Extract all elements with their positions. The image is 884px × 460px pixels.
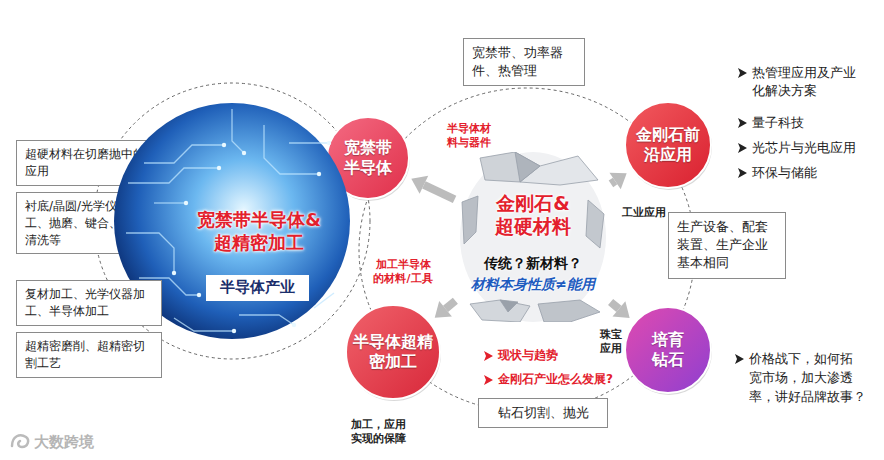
circuit-pad <box>217 166 221 170</box>
circuit-pad <box>184 201 188 205</box>
tag-text: 半导体产业 <box>220 278 295 298</box>
text-box: 宽禁带、功率器 件、热管理 <box>463 38 585 86</box>
circuit-trace <box>174 318 234 331</box>
box-text: 钻石切割、抛光 <box>487 404 599 422</box>
bullet-arrow <box>484 351 493 361</box>
arrow-shaft <box>446 301 456 309</box>
image-title: 宽禁带半导体& 超精密加工 <box>196 209 322 254</box>
block-arrow <box>411 176 454 200</box>
block-arrow <box>611 301 630 318</box>
image-ground <box>460 152 606 322</box>
circuit-trace <box>144 145 224 163</box>
note-text: 材料本身性质≠能用 <box>460 275 606 293</box>
watermark-logo <box>12 435 28 447</box>
relation-label: 珠宝 应用 <box>599 328 623 356</box>
circuit-pad <box>242 151 246 155</box>
relation-label: 半导体材 料与器件 <box>446 122 492 151</box>
bullet-arrow <box>738 143 747 153</box>
circuit-trace <box>239 315 294 325</box>
circuit-trace <box>128 168 219 183</box>
circuit-pad <box>222 143 226 147</box>
text-box: 复材加工、光学仪器加 工、半导体加工 <box>16 280 162 326</box>
text-box: 钻石切割、抛光 <box>478 398 608 428</box>
question-item: 现状与趋势 <box>498 347 558 363</box>
box-text: 复材加工、光学仪器加 工、半导体加工 <box>25 286 147 320</box>
center-image: 金刚石& 超硬材料传统？新材料？ 材料本身性质≠能用 <box>460 152 606 322</box>
note-text: 价格战下，如何拓 宽市场，加大渗透 率，讲好品牌故事？ <box>749 350 868 407</box>
bullet-arrow <box>738 118 747 128</box>
circuit-pad <box>197 293 201 297</box>
diamond-crystal <box>538 300 600 322</box>
list-item: 热管理应用及产业 化解决方案 <box>752 64 858 100</box>
circuit-pad <box>292 323 296 327</box>
circle-fill <box>625 307 711 393</box>
circuit-trace <box>126 233 174 273</box>
watermark: 大数跨境 <box>34 433 94 451</box>
arrow-shaft <box>424 185 455 200</box>
diamond-illustration <box>460 152 606 322</box>
relation-label: 加工半导体 的材料/工具 <box>372 258 434 287</box>
question-item: 金刚石产业怎么发展? <box>498 371 613 387</box>
bullet-arrow <box>484 375 493 385</box>
block-arrow <box>609 173 626 190</box>
arrow-head <box>609 173 626 190</box>
circuit-pad <box>232 329 236 333</box>
box-text: 生产设备、配套 装置、生产企业 基本相同 <box>677 218 770 273</box>
arrow-shaft <box>611 302 619 309</box>
list-item: 环保与储能 <box>752 164 817 182</box>
topic-circle: 培育 钻石 <box>624 306 712 394</box>
box-text: 超精密磨削、超精密切 割工艺 <box>25 338 147 372</box>
bullet-arrow <box>735 354 744 364</box>
relation-label: 工业应用 <box>622 206 666 220</box>
image-title: 金刚石& 超硬材料 <box>494 192 572 238</box>
diamond-crystal <box>500 300 518 312</box>
circuit-pad <box>172 271 176 275</box>
block-arrow <box>435 301 456 318</box>
circuit-pad <box>327 141 331 145</box>
circuit-trace <box>264 125 319 174</box>
circle-fill <box>625 102 711 188</box>
text-box: 生产设备、配套 装置、生产企业 基本相同 <box>668 212 786 279</box>
diamond-crystal <box>470 300 530 322</box>
bullet-arrow <box>738 68 747 78</box>
diamond-crystal <box>586 200 604 248</box>
bullet-arrow <box>738 168 747 178</box>
diamond-crystal <box>462 196 478 244</box>
box-text: 宽禁带、功率器 件、热管理 <box>472 44 565 80</box>
circuit-trace <box>232 109 244 153</box>
circle-text: 宽禁带 半导体 <box>343 138 393 178</box>
circuit-pad <box>317 172 321 176</box>
arrow-shaft <box>611 181 615 184</box>
topic-circle: 金刚石前 沿应用 <box>624 101 712 189</box>
topic-circle: 半导体超精 密加工 <box>345 304 441 400</box>
diamond-crystal <box>515 152 540 182</box>
arrow-head <box>435 301 452 318</box>
circuit-trace <box>289 142 329 143</box>
question-text: 传统？新材料？ <box>460 254 606 272</box>
circle-fill <box>346 305 440 399</box>
arrow-head <box>411 176 428 194</box>
circuit-trace <box>314 293 334 308</box>
text-box: 超精密磨削、超精密切 割工艺 <box>16 332 162 378</box>
list-item: 光芯片与光电应用 <box>752 139 856 157</box>
circle-text: 培育 钻石 <box>651 330 685 370</box>
tag-box: 半导体产业 <box>206 275 309 301</box>
circle-text: 半导体超精 密加工 <box>352 332 434 372</box>
list-item: 量子科技 <box>752 114 804 132</box>
note-text: 加工，应用 实现的保障 <box>350 418 407 447</box>
circle-text: 金刚石前 沿应用 <box>635 125 701 165</box>
arrow-head <box>613 301 630 318</box>
circuit-trace <box>154 202 186 203</box>
